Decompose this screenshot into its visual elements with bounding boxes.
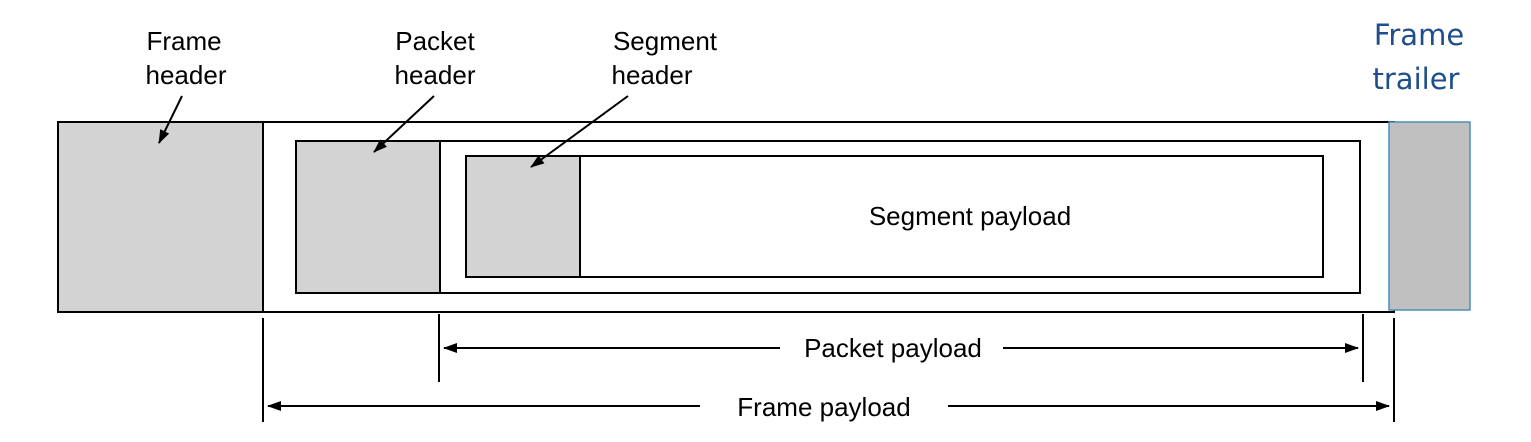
frame-trailer-block	[1388, 121, 1471, 311]
segment-payload-label: Segment payload	[869, 201, 1071, 231]
frame-header-pointer-arrow	[158, 95, 183, 144]
packet-header-pointer-arrow	[373, 95, 435, 153]
frame-header-label-line1: Frame	[146, 26, 221, 56]
frame-trailer-label-line1: Frame	[1374, 18, 1464, 52]
packet-header-label-line1: Packet	[395, 26, 475, 56]
segment-outline	[465, 155, 1324, 278]
packet-header-block	[295, 140, 441, 294]
frame-trailer-label-line2: trailer	[1373, 62, 1460, 96]
segment-header-label-line1: Segment	[613, 26, 718, 56]
segment-header-block	[465, 155, 581, 278]
frame-payload-label: Frame payload	[737, 392, 910, 422]
packet-header-label-line2: header	[395, 60, 476, 90]
segment-header-label-line2: header	[612, 60, 693, 90]
frame-header-block	[57, 121, 264, 313]
packet-payload-label: Packet payload	[804, 333, 982, 363]
frame-header-label-line2: header	[146, 60, 227, 90]
segment-header-pointer-arrow	[530, 95, 629, 168]
